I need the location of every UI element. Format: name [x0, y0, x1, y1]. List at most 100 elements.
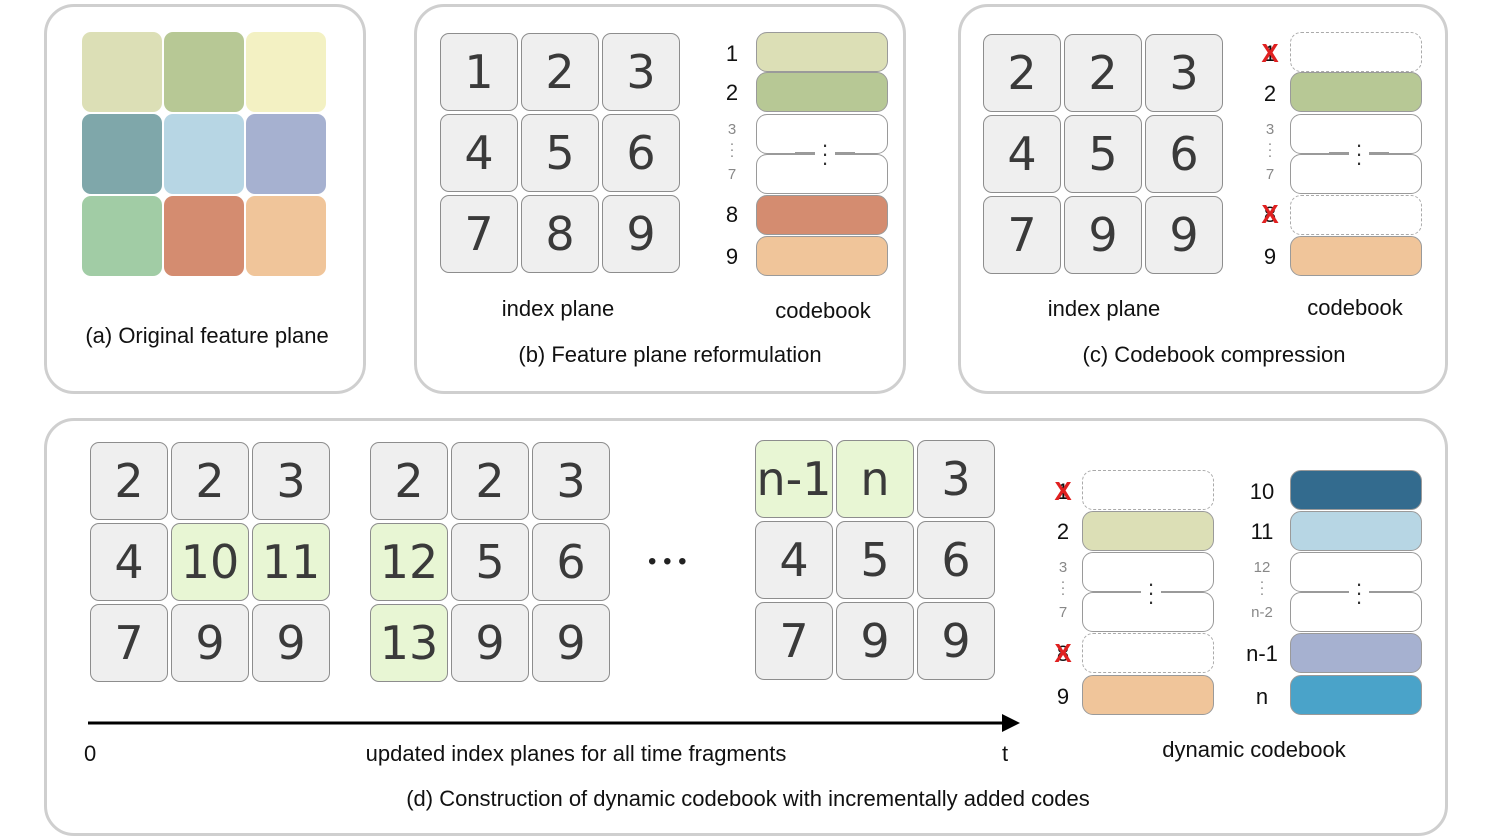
- caption-a: (a) Original feature plane: [85, 323, 329, 348]
- index-cell-new: n: [836, 440, 914, 518]
- codebook-entry: [756, 195, 888, 235]
- removed-cross-icon: X: [1261, 38, 1279, 68]
- codebook-entry: [1290, 675, 1422, 715]
- feature-cell: [164, 32, 244, 112]
- codebook-index: n-1: [1246, 641, 1278, 666]
- codebook-entry-removed: [1290, 195, 1422, 235]
- codebook-index: n-2: [1251, 604, 1273, 621]
- feature-cell: [82, 114, 162, 194]
- index-cell: 9: [1064, 196, 1142, 274]
- caption-c: (c) Codebook compression: [1082, 342, 1346, 367]
- codebook-index: 3: [1058, 559, 1068, 576]
- index-cell: 4: [440, 114, 518, 192]
- feature-cell: [164, 196, 244, 276]
- codebook-vdots: ···: [1349, 573, 1369, 613]
- feature-cell: [246, 32, 326, 112]
- codebook-index: 9: [1056, 684, 1070, 709]
- feature-cell: [246, 196, 326, 276]
- index-cell: 5: [521, 114, 599, 192]
- removed-cross-icon: X: [1054, 476, 1072, 506]
- feature-cell: [82, 196, 162, 276]
- codebook-index: 7: [727, 166, 737, 183]
- index-cell: 6: [532, 523, 610, 601]
- codebook-entry-removed: [1290, 32, 1422, 72]
- index-cell: 9: [602, 195, 680, 273]
- time-axis-arrow: [88, 714, 1020, 732]
- codebook-separator: [1121, 591, 1141, 593]
- codebook-index: 3: [1265, 121, 1275, 138]
- index-cell: 1: [440, 33, 518, 111]
- index-cell: 2: [983, 34, 1061, 112]
- codebook-index: 9: [725, 244, 739, 269]
- index-plane-label: index plane: [501, 296, 615, 321]
- index-cell: 3: [252, 442, 330, 520]
- index-cell: 9: [917, 602, 995, 680]
- dynamic-codebook-label: dynamic codebook: [1162, 737, 1346, 762]
- codebook-index: 11: [1250, 519, 1274, 544]
- codebook-vdots: ···: [1259, 573, 1265, 602]
- codebook-index-removed: 1: [1263, 41, 1277, 66]
- index-cell: 3: [532, 442, 610, 520]
- codebook-entry-removed: [1082, 470, 1214, 510]
- index-cell: 6: [1145, 115, 1223, 193]
- codebook-index: 10: [1249, 479, 1275, 504]
- codebook-index: 1: [725, 41, 739, 66]
- index-cell: 3: [602, 33, 680, 111]
- caption-b: (b) Feature plane reformulation: [518, 342, 822, 367]
- codebook-vdots: ···: [729, 135, 735, 164]
- index-cell: 4: [755, 521, 833, 599]
- index-cell: 4: [983, 115, 1061, 193]
- index-cell: 3: [917, 440, 995, 518]
- index-cell: 8: [521, 195, 599, 273]
- index-cell-new: 10: [171, 523, 249, 601]
- codebook-entry: [1082, 511, 1214, 551]
- index-cell: 5: [1064, 115, 1142, 193]
- axis-label: updated index planes for all time fragme…: [365, 741, 787, 766]
- codebook-entry: [1290, 633, 1422, 673]
- codebook-index: 8: [725, 202, 739, 227]
- codebook-separator: [1329, 152, 1349, 154]
- index-cell: 7: [440, 195, 518, 273]
- codebook-index: 2: [1263, 81, 1277, 106]
- index-plane-label: index plane: [1047, 296, 1161, 321]
- index-cell: 2: [451, 442, 529, 520]
- index-cell: 9: [171, 604, 249, 682]
- codebook-index: 9: [1263, 244, 1277, 269]
- codebook-vdots: ···: [1267, 135, 1273, 164]
- codebook-entry: [1290, 72, 1422, 112]
- codebook-entry: [756, 236, 888, 276]
- codebook-vdots: ···: [1349, 134, 1369, 174]
- index-cell: 2: [370, 442, 448, 520]
- index-cell: 4: [90, 523, 168, 601]
- feature-cell: [246, 114, 326, 194]
- codebook-index: 3: [727, 121, 737, 138]
- ellipsis-dots: • • •: [648, 548, 687, 575]
- codebook-index: 7: [1058, 604, 1068, 621]
- index-cell: 7: [90, 604, 168, 682]
- codebook-entry: [756, 72, 888, 112]
- index-cell: 7: [983, 196, 1061, 274]
- axis-end-label: t: [1002, 741, 1009, 766]
- codebook-entry: [756, 32, 888, 72]
- codebook-entry: [1082, 675, 1214, 715]
- codebook-label: codebook: [775, 298, 871, 323]
- index-cell: 5: [836, 521, 914, 599]
- caption-d: (d) Construction of dynamic codebook wit…: [406, 786, 1090, 811]
- codebook-index: 7: [1265, 166, 1275, 183]
- index-cell: 7: [755, 602, 833, 680]
- index-cell: 9: [252, 604, 330, 682]
- feature-cell: [164, 114, 244, 194]
- index-cell: 9: [532, 604, 610, 682]
- index-cell: 2: [1064, 34, 1142, 112]
- codebook-index-removed: 8: [1263, 202, 1277, 227]
- feature-cell: [82, 32, 162, 112]
- codebook-entry: [1290, 511, 1422, 551]
- removed-cross-icon: X: [1054, 638, 1072, 668]
- index-cell: 9: [1145, 196, 1223, 274]
- axis-start-label: 0: [84, 741, 97, 766]
- index-cell-new: n-1: [755, 440, 833, 518]
- codebook-vdots: ···: [1060, 573, 1066, 602]
- codebook-separator: [1369, 152, 1389, 154]
- codebook-index: 2: [725, 80, 739, 105]
- codebook-index: 12: [1253, 559, 1271, 576]
